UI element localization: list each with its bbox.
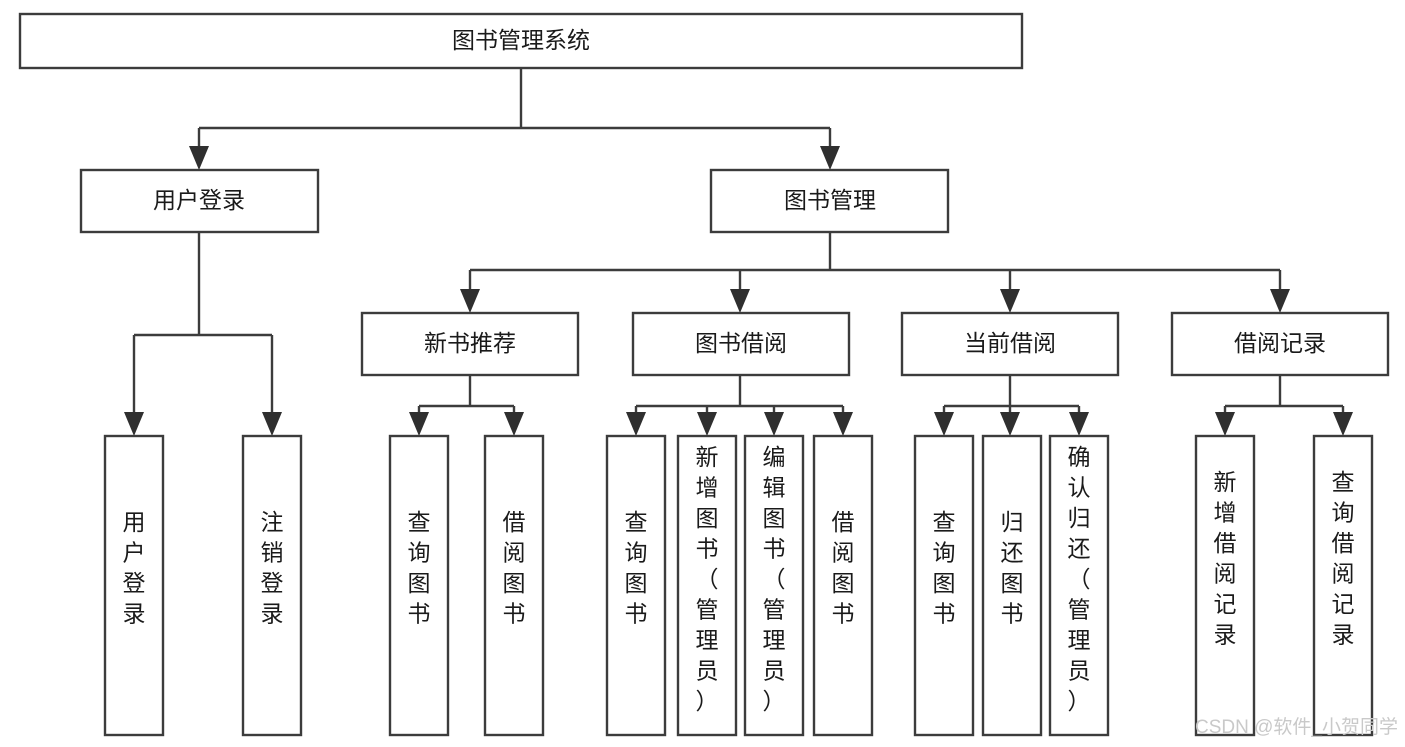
arrow-head-leaf-user-login — [124, 412, 144, 436]
arrow-head-leaf-add-record — [1215, 412, 1235, 436]
arrow-head-new-book-recommend — [460, 289, 480, 313]
node-leaf-return-book-label: 归还图书 — [1001, 509, 1024, 627]
arrow-head-current-borrow — [1000, 289, 1020, 313]
node-leaf-user-login[interactable]: 用户登录 — [103, 434, 165, 737]
arrow-head-leaf-edit-book — [764, 412, 784, 436]
node-leaf-add-book-label: 新增图书（管理员） — [696, 444, 719, 714]
node-current-borrow-box[interactable] — [900, 311, 1120, 377]
node-root-label: 图书管理系统 — [452, 27, 590, 53]
node-book-management-box[interactable] — [709, 168, 950, 234]
node-leaf-logout-box[interactable] — [241, 434, 303, 737]
connector-group-root-to-level2 — [189, 68, 840, 170]
node-leaf-logout-label: 注销登录 — [261, 509, 284, 627]
node-leaf-borrow-book-2[interactable]: 借阅图书 — [812, 434, 874, 737]
node-current-borrow-label: 当前借阅 — [964, 330, 1056, 356]
connector-group-book-management-to-level3 — [460, 232, 1290, 313]
node-new-book-recommend[interactable]: 新书推荐 — [360, 311, 580, 377]
node-new-book-recommend-box[interactable] — [360, 311, 580, 377]
arrow-head-leaf-add-book — [697, 412, 717, 436]
node-book-borrow-label: 图书借阅 — [695, 330, 787, 356]
arrow-head-leaf-query-book-3 — [934, 412, 954, 436]
node-leaf-query-record-label: 查询借阅记录 — [1332, 469, 1355, 648]
arrow-head-leaf-borrow-book-1 — [504, 412, 524, 436]
node-book-borrow-box[interactable] — [631, 311, 851, 377]
node-user-login-box[interactable] — [79, 168, 320, 234]
node-leaf-edit-book-box[interactable] — [743, 434, 805, 737]
arrow-head-leaf-confirm-return — [1069, 412, 1089, 436]
node-borrow-record-label: 借阅记录 — [1234, 330, 1326, 356]
node-leaf-return-book-box[interactable] — [981, 434, 1043, 737]
node-leaf-query-book-2-box[interactable] — [605, 434, 667, 737]
connector-group-borrow-record-to-leaves — [1215, 375, 1353, 436]
node-root-box[interactable] — [18, 12, 1024, 70]
node-user-login-label: 用户登录 — [153, 187, 245, 213]
node-leaf-borrow-book-1[interactable]: 借阅图书 — [483, 434, 545, 737]
node-leaf-return-book[interactable]: 归还图书 — [981, 434, 1043, 737]
node-leaf-add-book-box[interactable] — [676, 434, 738, 737]
node-leaf-query-record[interactable]: 查询借阅记录 — [1312, 434, 1374, 737]
node-leaf-edit-book[interactable]: 编辑图书（管理员） — [743, 434, 805, 737]
node-root[interactable]: 图书管理系统 — [18, 12, 1024, 70]
node-current-borrow[interactable]: 当前借阅 — [900, 311, 1120, 377]
node-leaf-confirm-return[interactable]: 确认归还（管理员） — [1048, 434, 1110, 737]
node-leaf-user-login-box[interactable] — [103, 434, 165, 737]
connector-group-current-borrow-to-leaves — [934, 375, 1089, 436]
arrow-head-book-management — [820, 146, 840, 170]
node-user-login[interactable]: 用户登录 — [79, 168, 320, 234]
node-leaf-edit-book-label: 编辑图书（管理员） — [763, 444, 786, 714]
node-book-management[interactable]: 图书管理 — [709, 168, 950, 234]
node-leaf-query-book-2[interactable]: 查询图书 — [605, 434, 667, 737]
node-leaf-query-book-3-box[interactable] — [913, 434, 975, 737]
node-borrow-record[interactable]: 借阅记录 — [1170, 311, 1390, 377]
node-leaf-user-login-label: 用户登录 — [123, 509, 146, 627]
node-leaf-add-book[interactable]: 新增图书（管理员） — [676, 434, 738, 737]
node-leaf-query-book-3[interactable]: 查询图书 — [913, 434, 975, 737]
node-leaf-borrow-book-2-label: 借阅图书 — [832, 509, 855, 627]
node-book-management-label: 图书管理 — [784, 187, 876, 213]
connector-group-new-book-recommend-to-leaves — [409, 375, 524, 436]
arrow-head-leaf-return-book — [1000, 412, 1020, 436]
node-leaf-query-book-1-box[interactable] — [388, 434, 450, 737]
arrow-head-leaf-borrow-book-2 — [833, 412, 853, 436]
node-leaf-confirm-return-box[interactable] — [1048, 434, 1110, 737]
arrow-head-book-borrow — [730, 289, 750, 313]
node-leaf-logout[interactable]: 注销登录 — [241, 434, 303, 737]
arrow-head-leaf-query-record — [1333, 412, 1353, 436]
node-leaf-add-record-label: 新增借阅记录 — [1214, 469, 1237, 648]
node-book-borrow[interactable]: 图书借阅 — [631, 311, 851, 377]
node-leaf-query-record-box[interactable] — [1312, 434, 1374, 737]
arrow-head-leaf-query-book-1 — [409, 412, 429, 436]
node-borrow-record-box[interactable] — [1170, 311, 1390, 377]
node-leaf-borrow-book-1-label: 借阅图书 — [503, 509, 526, 627]
arrow-head-borrow-record — [1270, 289, 1290, 313]
connector-group-book-borrow-to-leaves — [626, 375, 853, 436]
node-leaf-borrow-book-1-box[interactable] — [483, 434, 545, 737]
node-leaf-query-book-3-label: 查询图书 — [933, 509, 956, 627]
node-leaf-confirm-return-label: 确认归还（管理员） — [1068, 444, 1091, 714]
csdn-watermark: CSDN @软件_小贺同学 — [1195, 716, 1398, 738]
arrow-head-leaf-query-book-2 — [626, 412, 646, 436]
arrow-head-leaf-logout — [262, 412, 282, 436]
node-leaf-add-record[interactable]: 新增借阅记录 — [1194, 434, 1256, 737]
node-new-book-recommend-label: 新书推荐 — [424, 330, 516, 356]
node-leaf-query-book-2-label: 查询图书 — [625, 509, 648, 627]
node-leaf-query-book-1[interactable]: 查询图书 — [388, 434, 450, 737]
arrow-head-user-login — [189, 146, 209, 170]
node-leaf-borrow-book-2-box[interactable] — [812, 434, 874, 737]
connector-group-user-login-to-leaves — [124, 232, 282, 436]
node-leaf-query-book-1-label: 查询图书 — [408, 509, 431, 627]
node-leaf-add-record-box[interactable] — [1194, 434, 1256, 737]
